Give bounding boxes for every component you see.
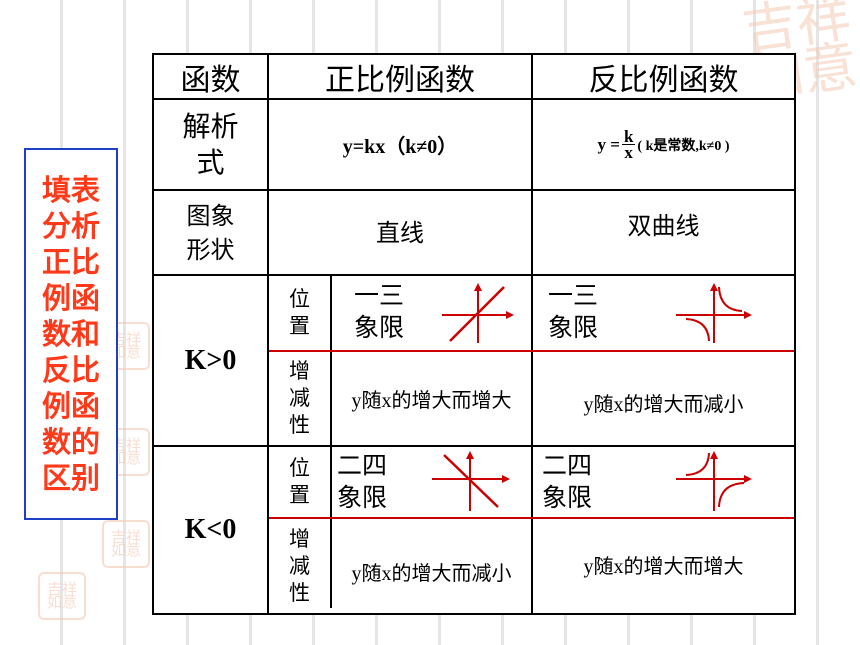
direct-graph-k-negative-icon [432, 451, 510, 511]
k-negative-inverse-quadrant: 二四象限 [542, 451, 593, 512]
shape-label: 图象形状 [186, 201, 235, 264]
inverse-formula-lhs: y = [597, 134, 620, 154]
k-negative-direct-quadrant: 二四象限 [337, 451, 388, 512]
inverse-graph-k-positive-icon [676, 283, 752, 343]
inverse-shape: 双曲线 [627, 212, 700, 240]
formula-label: 解析式 [182, 109, 239, 179]
k-positive-direct-monotonicity: y随x的增大而增大 [351, 390, 512, 412]
k-negative-direct-monotonicity: y随x的增大而减小 [351, 562, 512, 585]
inverse-formula: y = k x ( k是常数,k≠0 ) [533, 100, 794, 189]
k-negative-monotonicity-label: 增减性 [289, 526, 310, 605]
fraction-numerator: k [621, 127, 636, 146]
k-positive-monotonicity-label: 增减性 [289, 359, 310, 437]
direct-shape: 直线 [376, 218, 424, 247]
fraction: k x [621, 127, 636, 162]
side-note-box: 填表分析正比例函数和反比例函数的区别 [24, 148, 118, 520]
k-positive-direct-quadrant: 一三象限 [354, 281, 405, 342]
k-negative-inverse-monotonicity: y随x的增大而增大 [583, 555, 744, 578]
k-positive-position-label: 位置 [289, 287, 310, 338]
k-negative-position-label: 位置 [289, 456, 310, 507]
comparison-table: 函数 正比例函数 反比例函数 解析式 y=kx（k≠0） y = k x ( k… [152, 53, 796, 615]
side-note-text: 填表分析正比例函数和反比例函数的区别 [41, 173, 100, 495]
header-direct-proportion: 正比例函数 [325, 62, 475, 98]
inverse-formula-condition: ( k是常数,k≠0 ) [637, 138, 730, 154]
k-positive-inverse-quadrant: 一三象限 [548, 281, 599, 342]
direct-graph-k-positive-icon [442, 283, 514, 343]
header-inverse-proportion: 反比例函数 [588, 62, 739, 98]
inverse-graph-k-negative-icon [676, 451, 752, 511]
decorative-seal: 吉祥如意 [38, 572, 86, 620]
k-positive-inverse-monotonicity: y随x的增大而减小 [583, 393, 744, 416]
k-positive-label: K>0 [184, 344, 237, 376]
fraction-denominator: x [624, 143, 633, 162]
header-function: 函数 [180, 62, 241, 98]
decorative-seal: 吉祥如意 [102, 520, 150, 568]
direct-formula: y=kx（k≠0） [342, 136, 458, 158]
k-negative-label: K<0 [184, 514, 237, 545]
